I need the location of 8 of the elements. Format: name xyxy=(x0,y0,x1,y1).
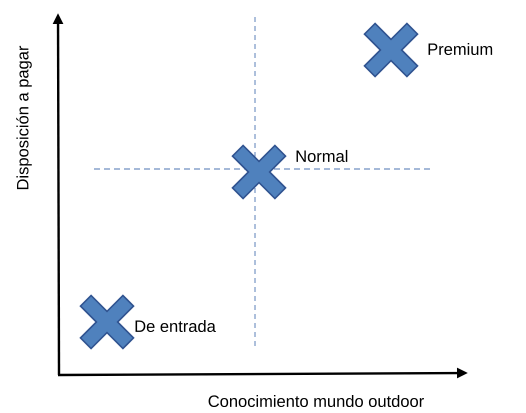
cross-mark xyxy=(79,294,135,350)
point-label: Normal xyxy=(296,150,348,162)
axis-label: Disposición a pagar xyxy=(16,46,32,190)
cross-mark xyxy=(231,144,287,200)
cross-mark xyxy=(363,22,419,78)
axis-label: Conocimiento mundo outdoor xyxy=(208,394,424,408)
point-label: Premium xyxy=(428,42,492,56)
point-label: De entrada xyxy=(136,320,216,332)
